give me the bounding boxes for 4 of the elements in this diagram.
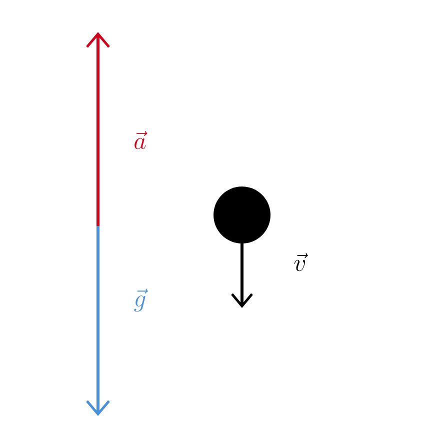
vector-label: $\vec{g}$ — [134, 288, 148, 312]
ball — [214, 186, 270, 244]
vector-label: $\vec{v}$ — [294, 253, 308, 272]
vector-label: $\vec{a}$ — [134, 131, 148, 150]
